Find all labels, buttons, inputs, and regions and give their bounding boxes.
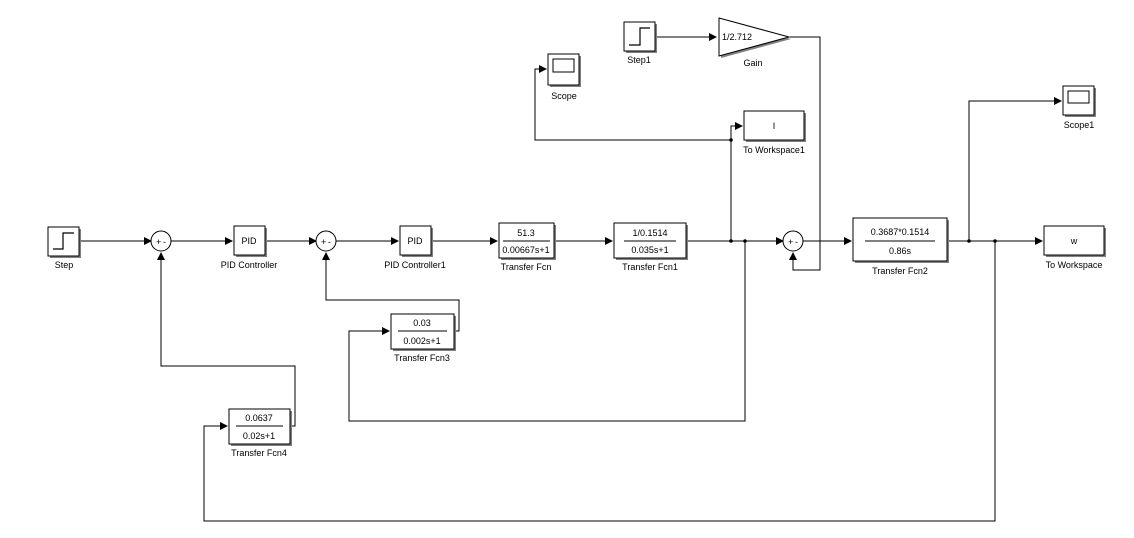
transfer-fcn1-label: Transfer Fcn1 [622, 262, 678, 272]
transfer-fcn3-numerator: 0.03 [413, 318, 431, 328]
transfer-fcn3-denominator: 0.002s+1 [403, 336, 440, 346]
sum1-block[interactable]: + - [150, 230, 172, 252]
transfer-fcn4-block[interactable]: 0.0637 0.02s+1 Transfer Fcn4 [228, 408, 292, 458]
to-workspace-label: To Workspace [1046, 260, 1103, 270]
pid-controller-label: PID Controller [221, 260, 278, 270]
to-workspace-block[interactable]: w To Workspace [1043, 225, 1106, 270]
transfer-fcn2-numerator: 0.3687*0.1514 [871, 227, 930, 237]
scope-label: Scope [551, 91, 577, 101]
transfer-fcn-block[interactable]: 51.3 0.00667s+1 Transfer Fcn [498, 222, 556, 272]
pid-controller1-block[interactable]: PID PID Controller1 [384, 225, 446, 270]
wire-tf3-sum2[interactable] [322, 252, 460, 332]
transfer-fcn-numerator: 51.3 [517, 228, 535, 238]
gain-value: 1/2.712 [722, 32, 752, 42]
wire-branch-scope[interactable] [534, 65, 731, 141]
pid-controller1-label: PID Controller1 [384, 260, 446, 270]
transfer-fcn-label: Transfer Fcn [501, 262, 552, 272]
junction-dot [729, 239, 733, 243]
wire-branch-tf4[interactable] [203, 241, 996, 522]
transfer-fcn2-denominator: 0.86s [889, 246, 912, 256]
sum3-plus: + [788, 237, 793, 247]
to-workspace1-block[interactable]: I To Workspace1 [743, 110, 806, 155]
sum3-minus: - [795, 237, 798, 247]
step-block[interactable]: Step [47, 226, 81, 270]
transfer-fcn3-label: Transfer Fcn3 [394, 353, 450, 363]
wire-tf2-scope1[interactable] [968, 97, 1062, 241]
junction-dot [743, 239, 747, 243]
to-workspace1-label: To Workspace1 [743, 145, 805, 155]
sum3-block[interactable]: + - [782, 230, 804, 252]
scope-screen-icon [552, 58, 575, 73]
junction-dot [967, 239, 971, 243]
gain-label: Gain [743, 58, 762, 68]
transfer-fcn1-denominator: 0.035s+1 [631, 245, 668, 255]
wire-branch-tf3[interactable] [348, 241, 746, 422]
signal-lines [80, 33, 1062, 522]
scope1-block[interactable]: Scope1 [1062, 85, 1096, 130]
pid-controller-block[interactable]: PID PID Controller [221, 225, 278, 270]
to-workspace-variable: w [1070, 236, 1078, 246]
wire-gain-sum3[interactable] [789, 36, 821, 271]
transfer-fcn2-block[interactable]: 0.3687*0.1514 0.86s Transfer Fcn2 [852, 217, 949, 276]
scope-block[interactable]: Scope [547, 53, 581, 101]
step1-block[interactable]: Step1 [623, 21, 657, 65]
transfer-fcn4-denominator: 0.02s+1 [243, 431, 275, 441]
sum2-minus: - [328, 237, 331, 247]
sum1-minus: - [163, 237, 166, 247]
sum2-block[interactable]: + - [315, 230, 337, 252]
to-workspace1-variable: I [773, 121, 776, 131]
transfer-fcn4-label: Transfer Fcn4 [231, 448, 287, 458]
gain-block[interactable]: 1/2.712 Gain [718, 17, 791, 68]
scope1-label: Scope1 [1064, 120, 1095, 130]
sum2-plus: + [321, 237, 326, 247]
pid-controller1-text: PID [407, 236, 423, 246]
step-icon [629, 27, 650, 46]
sum1-plus: + [156, 237, 161, 247]
wire-branch-toworkspace1[interactable] [730, 122, 743, 241]
transfer-fcn-denominator: 0.00667s+1 [502, 245, 549, 255]
scope-screen-icon [1067, 90, 1090, 104]
transfer-fcn1-numerator: 1/0.1514 [632, 228, 667, 238]
wire-tf4-sum1[interactable] [157, 252, 296, 427]
junction-dot [729, 138, 733, 142]
junction-dot [993, 239, 997, 243]
step-label: Step [55, 260, 74, 270]
transfer-fcn4-numerator: 0.0637 [245, 413, 273, 423]
transfer-fcn2-label: Transfer Fcn2 [872, 266, 928, 276]
transfer-fcn1-block[interactable]: 1/0.1514 0.035s+1 Transfer Fcn1 [613, 222, 688, 272]
transfer-fcn3-block[interactable]: 0.03 0.002s+1 Transfer Fcn3 [390, 313, 456, 363]
step-icon [53, 232, 74, 250]
pid-controller-text: PID [241, 236, 257, 246]
step1-label: Step1 [627, 55, 651, 65]
